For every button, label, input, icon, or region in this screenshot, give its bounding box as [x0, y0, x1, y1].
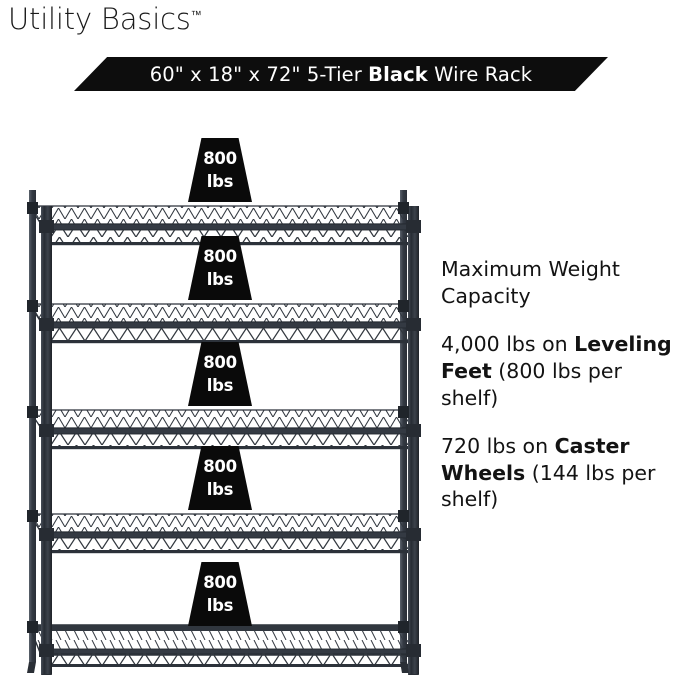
trademark-symbol: ™	[190, 8, 202, 22]
shelf-tier-2	[27, 303, 421, 344]
capacity-amount: 800	[203, 148, 237, 168]
shelf-capacity-label-2: 800 lbs	[188, 236, 252, 300]
capacity-amount: 800	[203, 352, 237, 372]
brand-name: Utility Basics	[8, 2, 191, 36]
caster-wheels-total: 720 lbs on	[441, 434, 555, 459]
leveling-feet-capacity: 4,000 lbs on Leveling Feet (800 lbs per …	[441, 331, 679, 411]
brand-logo: Utility Basics™	[8, 2, 202, 36]
capacity-unit: lbs	[206, 596, 234, 615]
shelf-capacity-label-3: 800 lbs	[188, 342, 252, 406]
capacity-unit: lbs	[206, 480, 234, 499]
product-title-text: 60" x 18" x 72" 5-Tier Black Wire Rack	[150, 63, 532, 86]
capacity-tag-text: 800 lbs	[188, 138, 252, 202]
capacity-tag-text: 800 lbs	[188, 446, 252, 510]
shelf-capacity-label-4: 800 lbs	[188, 446, 252, 510]
capacity-unit: lbs	[206, 270, 234, 289]
shelf-tier-5	[27, 624, 421, 667]
capacity-amount: 800	[203, 246, 237, 266]
capacity-amount: 800	[203, 572, 237, 592]
title-suffix: Wire Rack	[427, 62, 533, 86]
capacity-unit: lbs	[206, 172, 234, 191]
capacity-tag-text: 800 lbs	[188, 562, 252, 626]
caster-wheels-capacity: 720 lbs on Caster Wheels (144 lbs per sh…	[441, 433, 679, 513]
capacity-amount: 800	[203, 456, 237, 476]
front-posts	[41, 206, 419, 674]
leveling-feet-total: 4,000 lbs on	[441, 332, 575, 357]
title-prefix: 60" x 18" x 72" 5-Tier	[149, 62, 369, 86]
leveling-feet-emphasis: Leveling Feet	[441, 332, 672, 383]
title-emphasis: Black	[368, 62, 428, 86]
post-collars	[27, 202, 421, 657]
caster-wheels-emphasis: Caster Wheels	[441, 434, 630, 485]
shelf-capacity-label-5: 800 lbs	[188, 562, 252, 626]
capacity-info-panel: Maximum Weight Capacity 4,000 lbs on Lev…	[441, 256, 679, 513]
capacity-tag-text: 800 lbs	[188, 236, 252, 300]
leveling-feet	[27, 662, 419, 675]
capacity-tag-text: 800 lbs	[188, 342, 252, 406]
leveling-feet-detail: (800 lbs per shelf)	[441, 358, 622, 410]
caster-wheels-detail: (144 lbs per shelf)	[441, 460, 656, 512]
capacity-heading: Maximum Weight Capacity	[441, 257, 620, 308]
shelf-tier-3	[27, 409, 421, 450]
shelf-capacity-label-1: 800 lbs	[188, 138, 252, 202]
product-title-banner: 60" x 18" x 72" 5-Tier Black Wire Rack	[74, 57, 608, 91]
capacity-unit: lbs	[206, 376, 234, 395]
shelf-tier-4	[27, 513, 421, 554]
